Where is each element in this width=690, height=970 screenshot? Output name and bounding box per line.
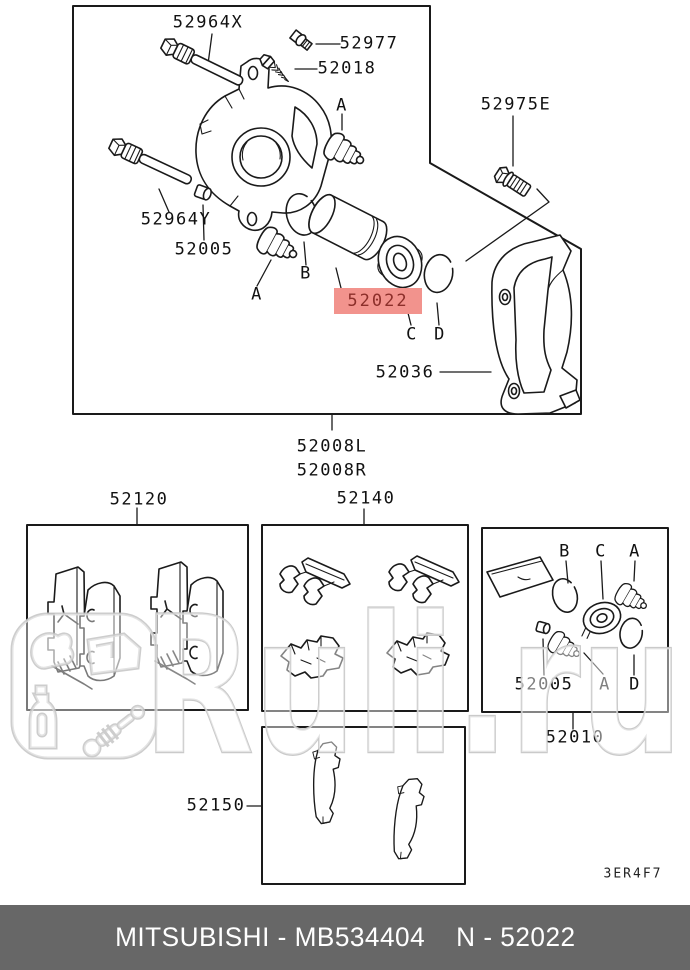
kit-callout-seal: B	[559, 541, 571, 562]
shim-drawing	[389, 776, 427, 862]
callout-carrier-bolt: 52975E	[480, 94, 552, 115]
kit-callout-cap: 52005	[514, 674, 574, 695]
callout-repair-kit: 52010	[545, 727, 605, 748]
callout-caliper-right: 52008R	[296, 460, 368, 481]
carrier-bolt-drawing	[493, 166, 532, 197]
snap-ring-drawing	[423, 253, 454, 294]
kit-callout-pin-boot-top: A	[629, 541, 641, 562]
callout-shim-kit: 52150	[186, 795, 246, 816]
kit-callout-pin-boot-bottom: A	[599, 674, 611, 695]
callout-piston-seal: B	[300, 263, 312, 284]
callout-boot-a-upper: A	[336, 95, 348, 116]
callout-boot-a-lower: A	[251, 284, 263, 305]
repair-kit-box	[481, 527, 669, 713]
footer-part-reference: MITSUBISHI - MB534404 N - 52022	[114, 922, 576, 952]
shim-kit-box	[261, 726, 466, 885]
pad-clip-drawing	[280, 635, 344, 679]
callout-leader-lines	[136, 33, 636, 807]
brake-pad-pair-right	[150, 561, 224, 685]
bleeder-screw-drawing	[259, 53, 289, 83]
callout-cap: 52005	[174, 239, 234, 260]
piston-drawing	[308, 193, 388, 261]
guide-pin-upper-drawing	[158, 34, 247, 92]
highlighted-part-number[interactable]: 52022	[334, 288, 422, 314]
callout-caliper-left: 52008L	[296, 436, 368, 457]
callout-bleeder-cap: 52977	[339, 33, 399, 54]
hardware-kit-box	[261, 524, 469, 712]
kit-callout-snap-ring: D	[629, 674, 641, 695]
carrier-bracket-drawing	[491, 234, 581, 415]
kit-callout-boot: C	[595, 541, 607, 562]
callout-guide-pin-lower: 52964Y	[140, 209, 212, 230]
callout-hardware-kit: 52140	[336, 488, 396, 509]
pad-clip-drawing	[279, 557, 351, 606]
callout-piston-boot: C	[406, 324, 418, 345]
shim-drawing	[312, 741, 341, 825]
drawing-code: 3ER4F7	[603, 866, 663, 882]
pad-clip-drawing	[386, 632, 450, 676]
callout-snap-ring: D	[434, 324, 446, 345]
main-assembly-box	[72, 5, 582, 415]
pad-clip-drawing	[388, 555, 460, 604]
bleeder-cap-drawing	[289, 29, 313, 51]
piston-boot-drawing	[377, 235, 423, 289]
footer-bar: MITSUBISHI - MB534404 N - 52022	[0, 905, 690, 970]
callout-pad-kit: 52120	[109, 489, 169, 510]
callout-bleeder-screw: 52018	[317, 58, 377, 79]
brake-pad-pair-left	[47, 566, 121, 690]
repair-kit-parts	[486, 556, 653, 666]
callout-carrier-bracket: 52036	[375, 362, 435, 383]
callout-guide-pin-upper: 52964X	[172, 12, 244, 33]
cap-drawing	[193, 184, 212, 201]
diagram-artwork	[26, 5, 669, 885]
guide-pin-lower-drawing	[106, 134, 196, 190]
caliper-body-drawing	[195, 57, 333, 232]
